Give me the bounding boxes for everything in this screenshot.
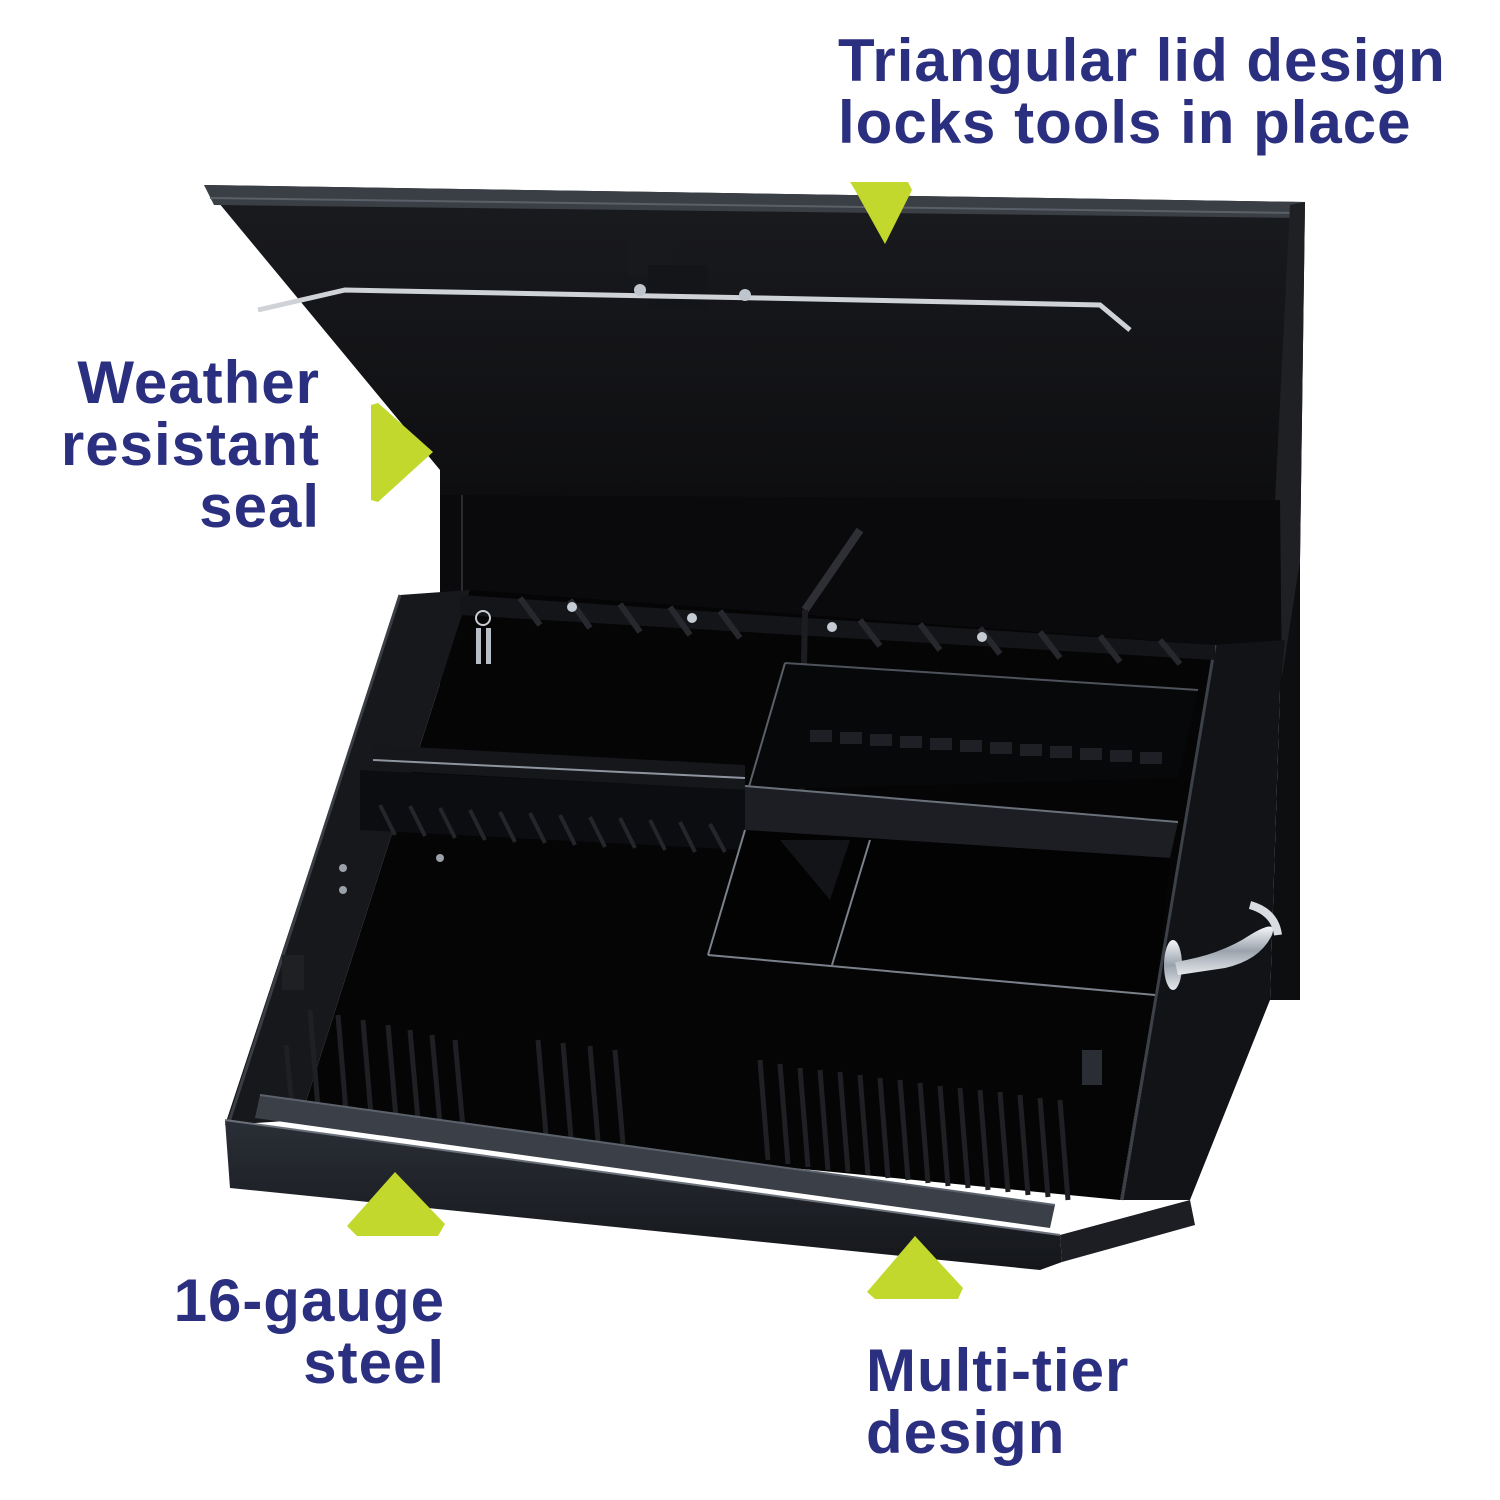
- callout-line: locks tools in place: [838, 89, 1412, 156]
- right-lower-bin: [707, 829, 1170, 996]
- chest-body: [224, 527, 1300, 1270]
- callout-line: Triangular lid design: [838, 27, 1446, 94]
- callout-line: Multi-tier: [866, 1337, 1130, 1404]
- arrow-up-icon: [867, 1236, 963, 1299]
- callout-line: steel: [303, 1329, 445, 1396]
- arrow-right-icon: [371, 403, 433, 502]
- callout-line: seal: [199, 473, 320, 540]
- left-tray: [360, 745, 746, 853]
- keys: [475, 610, 491, 664]
- arrow-markers: [347, 182, 963, 1299]
- side-handle: [1164, 901, 1282, 990]
- right-upper-tray: [744, 662, 1199, 858]
- arrow-down-icon: [850, 182, 912, 244]
- callout-line: Weather: [77, 349, 320, 416]
- callout-line: resistant: [60, 411, 320, 478]
- callout-weather-seal: Weather resistant seal: [40, 352, 320, 538]
- callout-line: 16-gauge: [173, 1267, 445, 1334]
- wrench-rack: [283, 1009, 1071, 1201]
- callout-line: design: [866, 1399, 1066, 1466]
- callout-steel-gauge: 16-gauge steel: [130, 1270, 445, 1394]
- callout-lid-design: Triangular lid design locks tools in pla…: [838, 30, 1446, 154]
- callout-multi-tier: Multi-tier design: [866, 1340, 1129, 1464]
- arrow-up-icon: [347, 1172, 445, 1236]
